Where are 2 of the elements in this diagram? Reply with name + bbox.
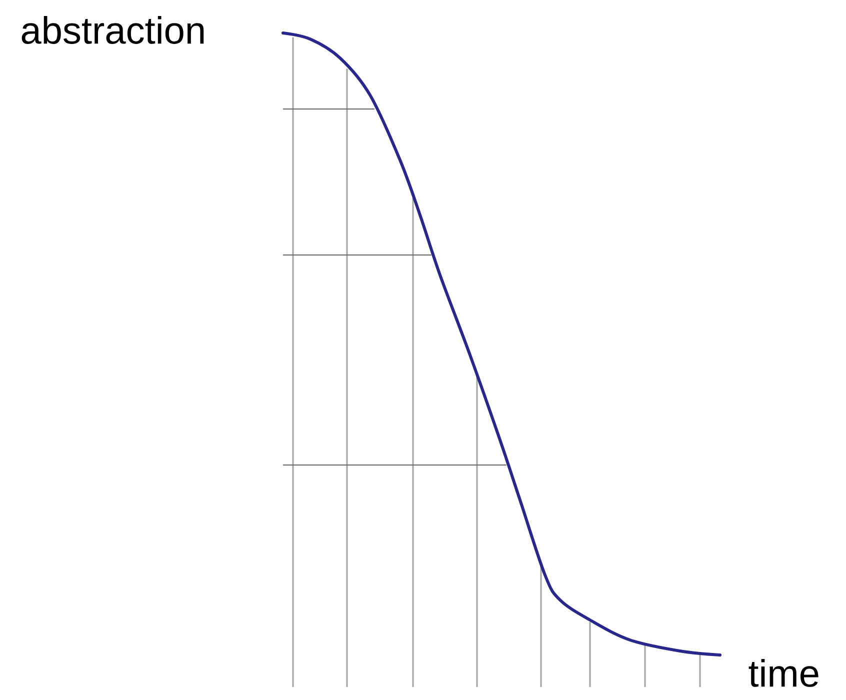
axis-label: abstraction xyxy=(22,16,204,44)
axis-label: time xyxy=(748,659,818,687)
